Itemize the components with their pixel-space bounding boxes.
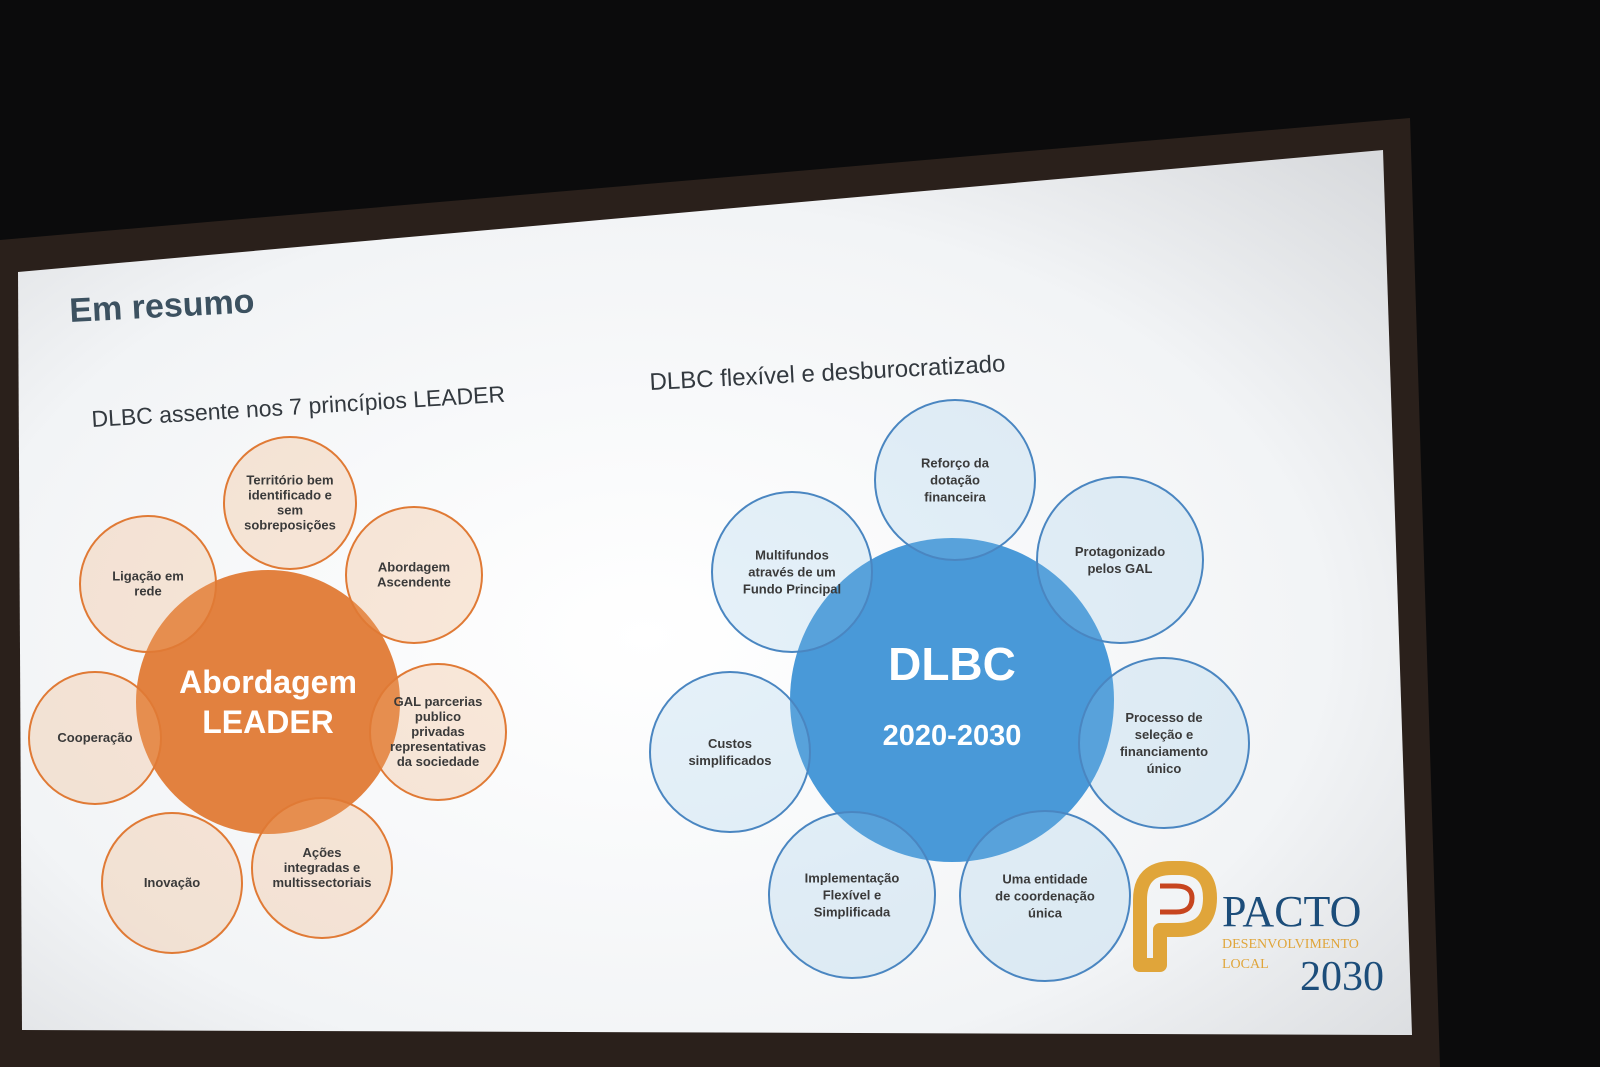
leader-principle-label: identificado e <box>248 488 332 503</box>
leader-principle-label: Abordagem <box>378 560 450 575</box>
leader-principle-label: Ações <box>302 845 341 860</box>
dlbc-feature-circle <box>1078 657 1250 829</box>
leader-principle-label: sem <box>277 503 303 518</box>
dlbc-feature-label: Processo de <box>1125 710 1202 725</box>
dlbc-feature-label: Flexível e <box>823 888 882 903</box>
dlbc-feature-label: único <box>1147 761 1182 776</box>
dlbc-feature-label: financeira <box>924 490 986 505</box>
dlbc-feature-label: Simplificada <box>814 905 891 920</box>
dlbc-feature-circle <box>1036 476 1204 644</box>
dlbc-feature-label: Fundo Principal <box>743 582 841 597</box>
dlbc-center-circle <box>790 538 1114 862</box>
logo-p-mark <box>1133 861 1217 972</box>
logo-line1: DESENVOLVIMENTO <box>1222 937 1359 952</box>
leader-center-label: Abordagem <box>179 664 357 700</box>
dlbc-feature-circle <box>959 810 1131 982</box>
dlbc-center-years: 2020-2030 <box>883 720 1022 752</box>
leader-center-circle <box>136 570 400 834</box>
dlbc-feature-label: Implementação <box>805 871 900 886</box>
dlbc-feature-label: dotação <box>930 473 980 488</box>
dlbc-feature-label: Uma entidade <box>1002 872 1087 887</box>
dlbc-features-diagram: Reforço da dotação financeiraProtagonizado… <box>649 399 1250 982</box>
leader-principle-label: sobreposições <box>244 518 336 533</box>
leader-principle-label: privadas <box>411 724 464 739</box>
pacto-logo: PACTO DESENVOLVIMENTO LOCAL 2030 <box>1133 861 1384 1000</box>
leader-principle-circle <box>28 671 162 805</box>
dlbc-feature-label: Protagonizado <box>1075 544 1165 559</box>
dlbc-feature-label: Reforço da <box>921 456 990 471</box>
logo-year: 2030 <box>1300 954 1384 1000</box>
dlbc-center-title: DLBC <box>888 638 1016 690</box>
leader-principle-label: da sociedade <box>397 754 479 769</box>
leader-principle-label: Inovação <box>144 875 200 890</box>
leader-principle-label: publico <box>415 709 461 724</box>
leader-principle-label: GAL parcerias <box>394 694 483 709</box>
leader-principle-label: Ligação em <box>112 569 184 584</box>
dlbc-feature-circle <box>874 399 1036 561</box>
dlbc-feature-label: única <box>1028 906 1063 921</box>
leader-principle-circle <box>79 515 217 653</box>
logo-line2: LOCAL <box>1222 957 1269 972</box>
leader-principle-label: Ascendente <box>377 575 451 590</box>
dlbc-feature-label: através de um <box>748 565 835 580</box>
leader-principle-label: rede <box>134 584 161 599</box>
logo-p-inner-mark <box>1160 883 1195 915</box>
leader-principle-label: integradas e <box>284 860 361 875</box>
leader-principle-circle <box>345 506 483 644</box>
leader-principle-label: Cooperação <box>57 730 132 745</box>
dlbc-feature-label: de coordenação <box>995 889 1095 904</box>
dlbc-feature-circle <box>711 491 873 653</box>
leader-principle-circle <box>251 797 393 939</box>
leader-principle-label: representativas <box>390 739 486 754</box>
dlbc-feature-label: pelos GAL <box>1087 561 1152 576</box>
dlbc-feature-label: simplificados <box>688 753 771 768</box>
dlbc-feature-label: Custos <box>708 736 752 751</box>
dlbc-feature-label: financiamento <box>1120 744 1208 759</box>
dlbc-feature-label: seleção e <box>1135 727 1194 742</box>
leader-center-label: LEADER <box>202 704 334 740</box>
dlbc-feature-circle <box>768 811 936 979</box>
dlbc-feature-circle <box>649 671 811 833</box>
logo-word: PACTO <box>1222 887 1361 936</box>
leader-principle-label: multissectoriais <box>273 875 372 890</box>
dlbc-feature-label: Multifundos <box>755 548 829 563</box>
leader-principle-circle <box>101 812 243 954</box>
leader-principle-circle <box>223 436 357 570</box>
leader-principle-circle <box>369 663 507 801</box>
leader-principle-label: Território bem <box>246 473 333 488</box>
